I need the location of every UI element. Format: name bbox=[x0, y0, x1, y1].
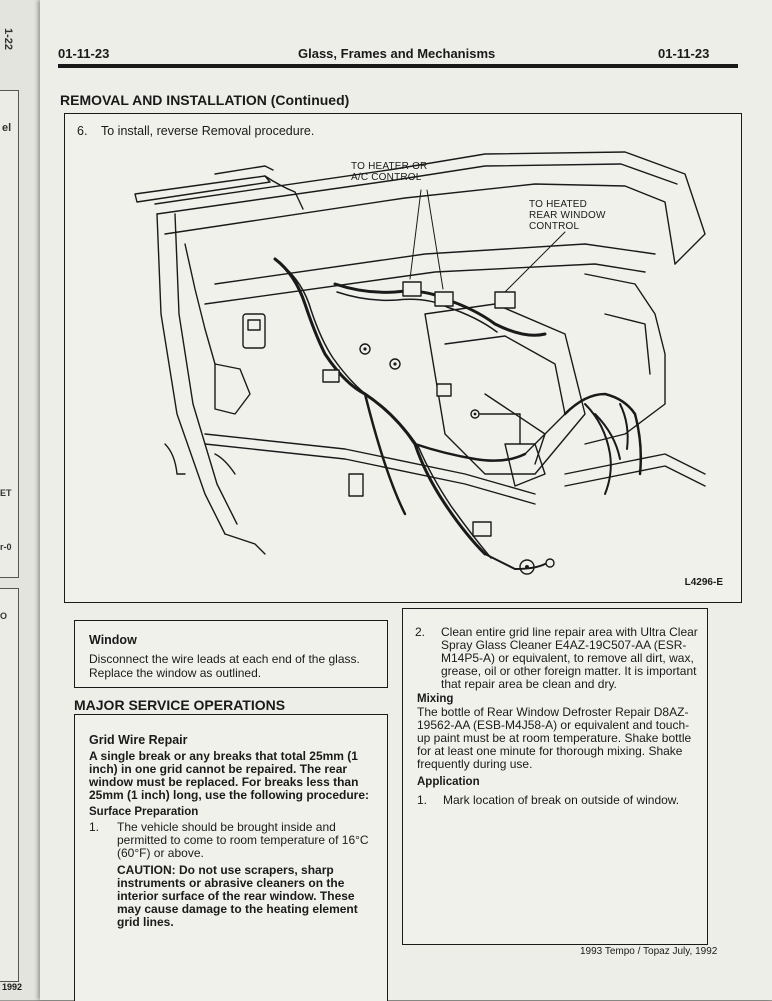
caution-text: CAUTION: Do not use scrapers, sharp inst… bbox=[117, 863, 358, 929]
callout-heater-line-2: A/C CONTROL bbox=[351, 172, 422, 183]
window-title: Window bbox=[89, 633, 137, 647]
left-frame bbox=[156, 213, 226, 535]
callout-heater: TO HEATER OR A/C CONTROL bbox=[351, 161, 427, 183]
header-code-right: 01-11-23 bbox=[658, 46, 710, 61]
application-title: Application bbox=[417, 776, 480, 788]
figure-box: 6. To install, reverse Removal procedure.… bbox=[64, 113, 742, 603]
edge-label-2: ET bbox=[0, 488, 12, 498]
callout-rear-line-2: REAR WINDOW bbox=[529, 210, 606, 221]
edge-label-4: O bbox=[0, 611, 8, 621]
application-step-text: Mark location of break on outside of win… bbox=[443, 793, 680, 807]
header-code-left: 01-11-23 bbox=[58, 46, 110, 61]
edge-year: 1992 bbox=[2, 982, 23, 992]
wiring-harness-diagram bbox=[134, 151, 706, 575]
clean-step-number: 2. bbox=[415, 625, 426, 639]
window-box: Window Disconnect the wire leads at each… bbox=[74, 620, 388, 688]
edge-box-upper bbox=[0, 90, 19, 578]
mixing-title: Mixing bbox=[417, 693, 454, 705]
install-step: 6. To install, reverse Removal procedure. bbox=[77, 124, 314, 138]
figure-id: L4296-E bbox=[684, 577, 723, 588]
surface-step: 1. The vehicle should be brought inside … bbox=[89, 821, 379, 860]
lower-rail bbox=[204, 433, 536, 495]
heater-box bbox=[424, 303, 586, 475]
application-step-number: 1. bbox=[417, 793, 428, 807]
grid-wire-repair-title: Grid Wire Repair bbox=[89, 733, 188, 747]
application-step: 1. Mark location of break on outside of w… bbox=[417, 793, 699, 807]
callout-rear-line-3: CONTROL bbox=[529, 221, 580, 232]
edge-label-3: r-0 bbox=[0, 542, 12, 552]
dash-top-edge bbox=[154, 151, 706, 265]
install-step-text: To install, reverse Removal procedure. bbox=[101, 124, 315, 138]
callout-rear-window: TO HEATED REAR WINDOW CONTROL bbox=[529, 199, 606, 232]
grid-wire-repair-intro: A single break or any breaks that total … bbox=[89, 749, 370, 802]
surface-preparation-title: Surface Preparation bbox=[89, 806, 199, 818]
mixing-body: The bottle of Rear Window Defroster Repa… bbox=[417, 705, 692, 771]
bracket bbox=[214, 363, 251, 415]
header-rule bbox=[58, 64, 738, 68]
clean-step-text: Clean entire grid line repair area with … bbox=[441, 625, 698, 691]
clean-step: 2. Clean entire grid line repair area wi… bbox=[415, 626, 701, 691]
window-body: Disconnect the wire leads at each end of… bbox=[89, 652, 360, 680]
right-column-box: 2. Clean entire grid line repair area wi… bbox=[402, 608, 708, 945]
previous-page-edge: 1-22 el ET r-0 O 1992 bbox=[0, 0, 41, 1000]
grid-wire-repair-box: Grid Wire Repair A single break or any b… bbox=[74, 714, 388, 1001]
callout-rear-line-1: TO HEATED bbox=[529, 199, 588, 210]
major-service-title: MAJOR SERVICE OPERATIONS bbox=[74, 697, 286, 713]
edge-label-1: el bbox=[2, 122, 12, 134]
page-footer: 1993 Tempo / Topaz July, 1992 bbox=[580, 946, 718, 957]
install-step-number: 6. bbox=[77, 124, 88, 138]
section-title: REMOVAL AND INSTALLATION (Continued) bbox=[60, 92, 350, 108]
header-title: Glass, Frames and Mechanisms bbox=[298, 46, 496, 61]
callout-heater-line-1: TO HEATER OR bbox=[351, 161, 428, 172]
surface-step-text: The vehicle should be brought inside and… bbox=[117, 820, 369, 860]
edge-box-lower bbox=[0, 588, 19, 982]
edge-tab-label: 1-22 bbox=[2, 28, 14, 51]
manual-page: 01-11-23 Glass, Frames and Mechanisms 01… bbox=[40, 0, 772, 1001]
surface-step-number: 1. bbox=[89, 820, 100, 834]
